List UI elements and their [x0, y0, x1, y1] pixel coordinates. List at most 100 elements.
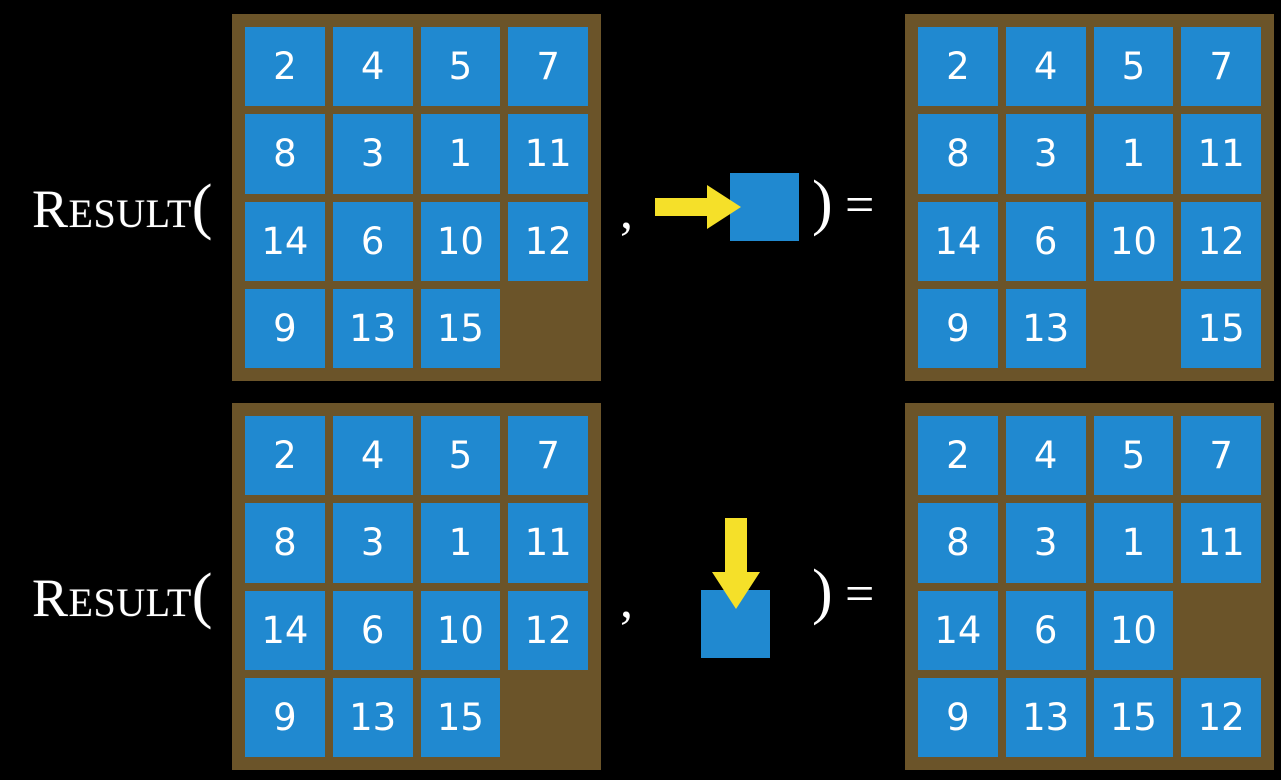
board-cell[interactable]: 2 — [918, 416, 998, 496]
argument-separator-comma-row2: , — [620, 572, 633, 629]
board-cell[interactable]: 7 — [1181, 27, 1261, 107]
board-cell[interactable]: 13 — [332, 677, 413, 757]
board-cell[interactable]: 11 — [1181, 114, 1261, 194]
board-cell[interactable]: 13 — [1005, 288, 1086, 368]
move-operand-right[interactable] — [655, 173, 801, 243]
board-cell[interactable]: 11 — [508, 503, 588, 583]
board-cell[interactable]: 6 — [1005, 590, 1086, 670]
puzzle-tile: 11 — [508, 114, 588, 194]
board-cell-blank[interactable] — [508, 678, 588, 757]
board-cell[interactable]: 15 — [420, 288, 501, 368]
board-cell[interactable]: 7 — [508, 416, 588, 496]
board-cell[interactable]: 12 — [508, 201, 588, 281]
puzzle-tile: 11 — [508, 503, 588, 583]
board-cell[interactable]: 13 — [332, 288, 413, 368]
board-cell[interactable]: 9 — [245, 288, 325, 368]
board-cell[interactable]: 12 — [1181, 677, 1261, 757]
move-operand-down[interactable] — [701, 518, 771, 658]
board-cell[interactable]: 3 — [332, 503, 413, 583]
board-cell[interactable]: 9 — [918, 677, 998, 757]
puzzle-tile: 15 — [1181, 288, 1261, 368]
board-cell[interactable]: 7 — [508, 27, 588, 107]
board-cell[interactable]: 15 — [1093, 677, 1174, 757]
board-cell[interactable]: 14 — [918, 590, 998, 670]
board-cell[interactable]: 8 — [918, 503, 998, 583]
board-cell[interactable]: 1 — [420, 114, 501, 194]
board-cell[interactable]: 9 — [245, 677, 325, 757]
open-paren-row1: ( — [191, 173, 213, 241]
board-cell-blank[interactable] — [1094, 289, 1174, 368]
board-cell[interactable]: 5 — [420, 27, 501, 107]
board-cell[interactable]: 1 — [420, 503, 501, 583]
puzzle-tile: 13 — [1005, 288, 1086, 368]
arrow-right-icon — [655, 185, 741, 229]
board-cell[interactable]: 2 — [245, 416, 325, 496]
puzzle-board-input-row1: 2 4 5 7 8 3 1 11 14 6 10 12 9 13 15 — [232, 14, 601, 381]
board-cell[interactable]: 4 — [332, 416, 413, 496]
board-cell[interactable]: 5 — [420, 416, 501, 496]
board-cell[interactable]: 3 — [332, 114, 413, 194]
board-cell[interactable]: 6 — [332, 590, 413, 670]
board-cell[interactable]: 1 — [1093, 114, 1174, 194]
puzzle-tile-blank — [1181, 591, 1261, 670]
board-cell[interactable]: 7 — [1181, 416, 1261, 496]
board-cell[interactable]: 2 — [918, 27, 998, 107]
puzzle-tile: 8 — [245, 503, 325, 583]
puzzle-tile: 4 — [1005, 27, 1086, 107]
puzzle-tile: 14 — [918, 590, 998, 670]
board-cell[interactable]: 3 — [1005, 114, 1086, 194]
puzzle-board-output-row2: 2 4 5 7 8 3 1 11 14 6 10 9 13 15 12 — [905, 403, 1274, 770]
board-cell[interactable]: 12 — [508, 590, 588, 670]
puzzle-tile: 12 — [1181, 201, 1261, 281]
board-cell[interactable]: 10 — [420, 201, 501, 281]
board-cell[interactable]: 1 — [1093, 503, 1174, 583]
board-cell[interactable]: 4 — [1005, 416, 1086, 496]
puzzle-tile: 12 — [508, 590, 588, 670]
board-cell[interactable]: 14 — [918, 201, 998, 281]
puzzle-tile: 7 — [508, 27, 588, 107]
board-cell[interactable]: 4 — [1005, 27, 1086, 107]
board-cell[interactable]: 6 — [332, 201, 413, 281]
board-cell[interactable]: 8 — [245, 503, 325, 583]
puzzle-tile: 9 — [918, 288, 998, 368]
puzzle-tile: 5 — [1093, 416, 1174, 496]
board-cell[interactable]: 10 — [420, 590, 501, 670]
board-cell[interactable]: 10 — [1093, 201, 1174, 281]
puzzle-tile: 10 — [420, 201, 501, 281]
board-cell[interactable]: 9 — [918, 288, 998, 368]
board-cell[interactable]: 12 — [1181, 201, 1261, 281]
puzzle-tile: 2 — [245, 416, 325, 496]
board-cell[interactable]: 15 — [420, 677, 501, 757]
puzzle-tile: 6 — [332, 590, 413, 670]
board-cell[interactable]: 3 — [1005, 503, 1086, 583]
board-cell[interactable]: 6 — [1005, 201, 1086, 281]
puzzle-tile: 4 — [332, 27, 413, 107]
board-cell[interactable]: 10 — [1093, 590, 1174, 670]
board-cell[interactable]: 14 — [245, 201, 325, 281]
board-cell[interactable]: 5 — [1093, 416, 1174, 496]
puzzle-tile: 1 — [1093, 503, 1174, 583]
result-label-capital-r: R — [32, 568, 69, 628]
board-cell[interactable]: 15 — [1181, 288, 1261, 368]
board-cell[interactable]: 8 — [918, 114, 998, 194]
board-cell[interactable]: 5 — [1093, 27, 1174, 107]
board-cell[interactable]: 13 — [1005, 677, 1086, 757]
puzzle-board-input-row2: 2 4 5 7 8 3 1 11 14 6 10 12 9 13 15 — [232, 403, 601, 770]
puzzle-board-output-row1: 2 4 5 7 8 3 1 11 14 6 10 12 9 13 15 — [905, 14, 1274, 381]
board-cell[interactable]: 4 — [332, 27, 413, 107]
board-cell[interactable]: 14 — [245, 590, 325, 670]
board-cell[interactable]: 8 — [245, 114, 325, 194]
puzzle-tile: 15 — [420, 288, 501, 368]
puzzle-tile: 5 — [420, 416, 501, 496]
puzzle-tile: 7 — [508, 416, 588, 496]
puzzle-tile: 13 — [332, 288, 413, 368]
puzzle-tile: 3 — [332, 503, 413, 583]
board-cell-blank[interactable] — [508, 289, 588, 368]
puzzle-tile: 9 — [245, 288, 325, 368]
puzzle-tile: 14 — [245, 201, 325, 281]
board-cell[interactable]: 2 — [245, 27, 325, 107]
board-cell[interactable]: 11 — [508, 114, 588, 194]
board-cell-blank[interactable] — [1181, 591, 1261, 670]
board-cell[interactable]: 11 — [1181, 503, 1261, 583]
